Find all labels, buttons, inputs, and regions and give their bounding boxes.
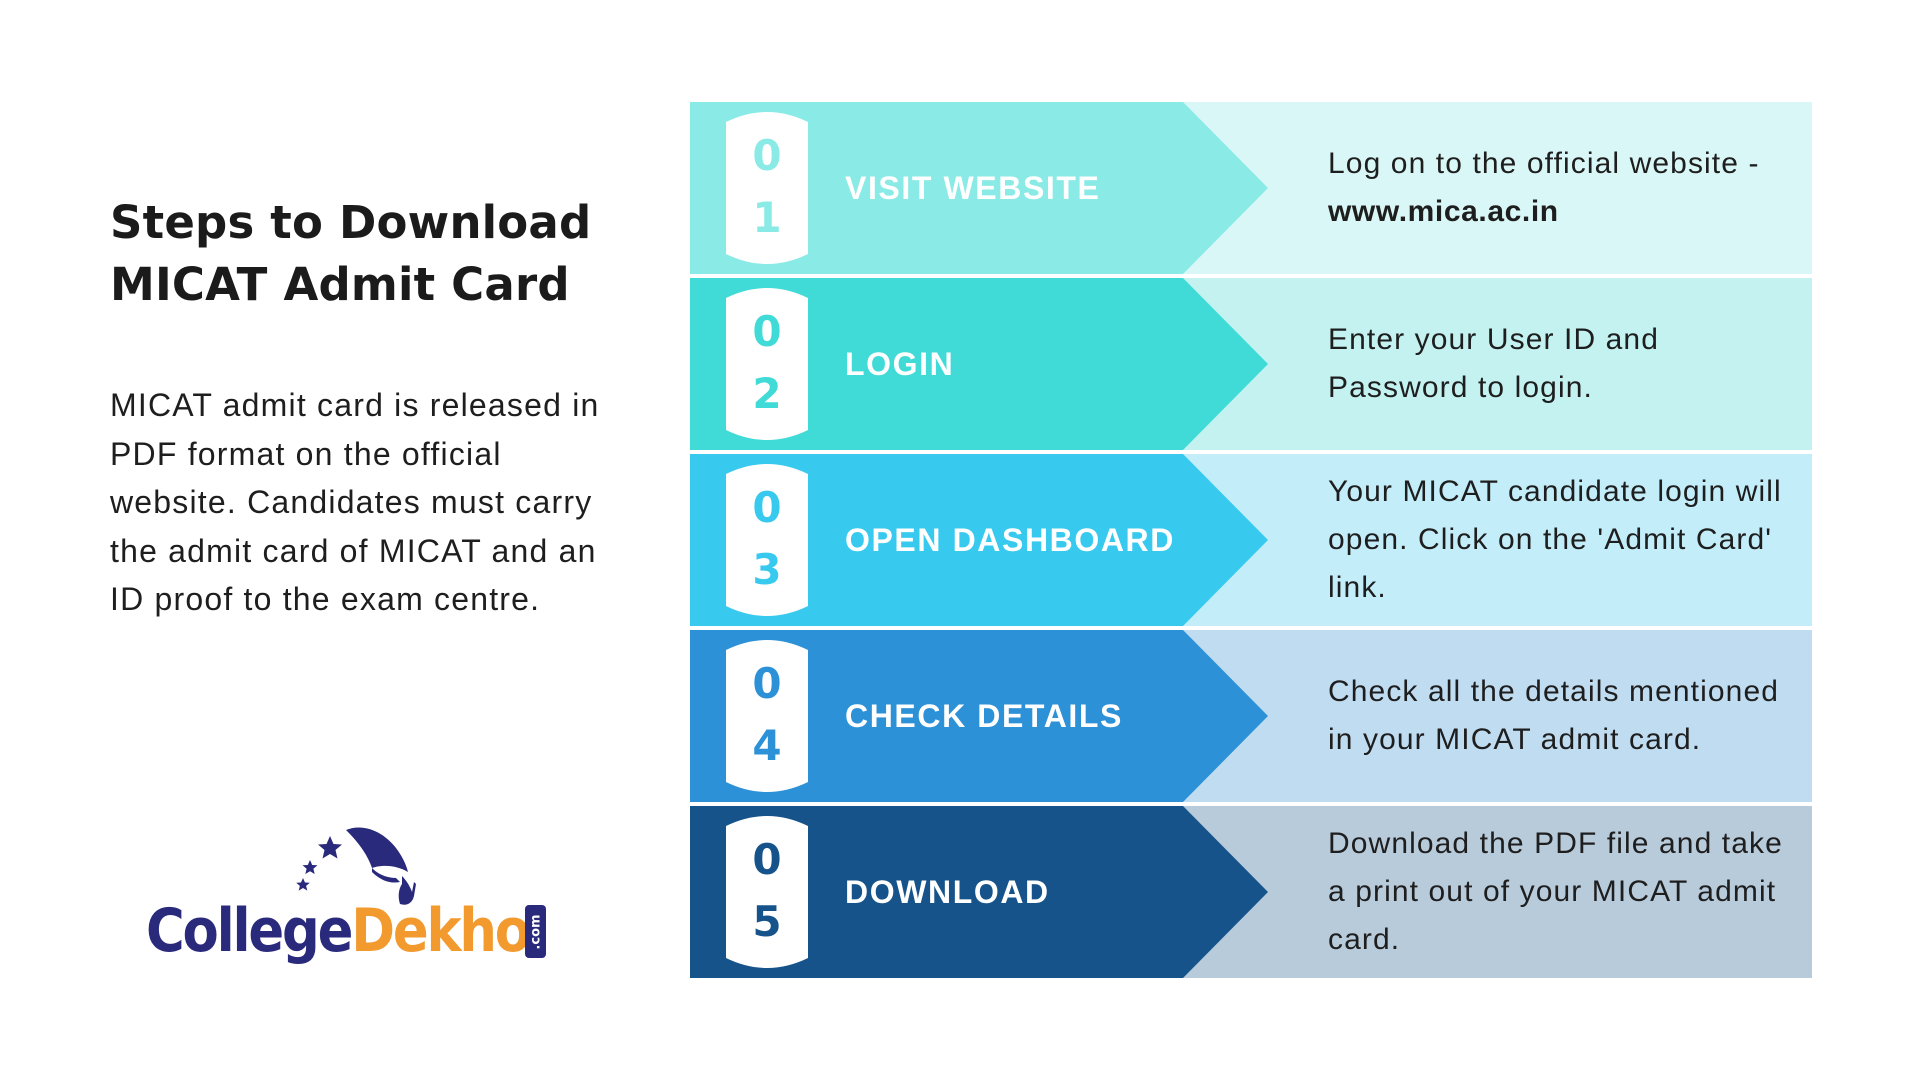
step-description: Enter your User ID and Password to login… bbox=[1328, 278, 1798, 450]
step-description: Check all the details mentioned in your … bbox=[1328, 630, 1798, 802]
step-chevron-arrow bbox=[690, 630, 1268, 802]
step-description-text: Your MICAT candidate login will open. Cl… bbox=[1328, 475, 1782, 604]
step-number-digit-2: 5 bbox=[752, 897, 782, 946]
page-title: Steps to Download MICAT Admit Card bbox=[110, 192, 630, 316]
step-description-link: www.mica.ac.in bbox=[1328, 195, 1559, 228]
logo-dekho-text: Dekho bbox=[351, 896, 531, 966]
step-chevron-arrow bbox=[690, 454, 1268, 626]
step-label: OPEN DASHBOARD bbox=[845, 521, 1175, 558]
step-description-text: Check all the details mentioned in your … bbox=[1328, 675, 1780, 756]
step-chevron-arrow bbox=[690, 806, 1268, 978]
step-number-badge: 0 3 bbox=[726, 460, 808, 620]
title-line-2: MICAT Admit Card bbox=[110, 258, 570, 311]
step-number-digit-1: 0 bbox=[752, 131, 782, 180]
step-label: DOWNLOAD bbox=[845, 873, 1050, 910]
step-row: 0 3 OPEN DASHBOARD Your MICAT candidate … bbox=[690, 454, 1812, 626]
step-description-text: Log on to the official website - bbox=[1328, 147, 1760, 180]
graduation-cap-stars-icon bbox=[296, 827, 416, 905]
steps-list: 0 1 VISIT WEBSITE Log on to the official… bbox=[690, 102, 1812, 982]
step-number-badge: 0 1 bbox=[726, 108, 808, 268]
step-number-digit-2: 3 bbox=[752, 545, 782, 594]
step-number-digit-2: 4 bbox=[752, 721, 782, 770]
step-label: VISIT WEBSITE bbox=[845, 169, 1101, 206]
step-number-digit-1: 0 bbox=[752, 483, 782, 532]
title-line-1: Steps to Download bbox=[110, 196, 592, 249]
step-number-badge: 0 4 bbox=[726, 636, 808, 796]
step-description: Download the PDF file and take a print o… bbox=[1328, 806, 1798, 978]
logo-college-text: College bbox=[146, 896, 353, 966]
step-row: 0 1 VISIT WEBSITE Log on to the official… bbox=[690, 102, 1812, 274]
step-description: Your MICAT candidate login will open. Cl… bbox=[1328, 454, 1798, 626]
step-chevron-arrow bbox=[690, 278, 1268, 450]
step-label: CHECK DETAILS bbox=[845, 697, 1123, 734]
collegedekho-logo: CollegeDekho .com bbox=[140, 820, 560, 970]
step-number-badge: 0 2 bbox=[726, 284, 808, 444]
logo-wordmark: CollegeDekho bbox=[146, 896, 531, 966]
step-number-badge: 0 5 bbox=[726, 812, 808, 972]
step-number-digit-1: 0 bbox=[752, 307, 782, 356]
step-number-digit-2: 2 bbox=[752, 369, 782, 418]
step-description-text: Enter your User ID and Password to login… bbox=[1328, 323, 1659, 404]
step-description-text: Download the PDF file and take a print o… bbox=[1328, 827, 1783, 956]
step-row: 0 4 CHECK DETAILS Check all the details … bbox=[690, 630, 1812, 802]
logo-com-badge: .com bbox=[525, 905, 546, 958]
step-number-digit-2: 1 bbox=[752, 193, 782, 242]
step-row: 0 2 LOGIN Enter your User ID and Passwor… bbox=[690, 278, 1812, 450]
intro-paragraph: MICAT admit card is released in PDF form… bbox=[110, 387, 600, 617]
step-number-digit-1: 0 bbox=[752, 659, 782, 708]
step-chevron-arrow bbox=[690, 102, 1268, 274]
step-label: LOGIN bbox=[845, 345, 955, 382]
step-description: Log on to the official website - www.mic… bbox=[1328, 102, 1798, 274]
step-number-digit-1: 0 bbox=[752, 835, 782, 884]
step-row: 0 5 DOWNLOAD Download the PDF file and t… bbox=[690, 806, 1812, 978]
